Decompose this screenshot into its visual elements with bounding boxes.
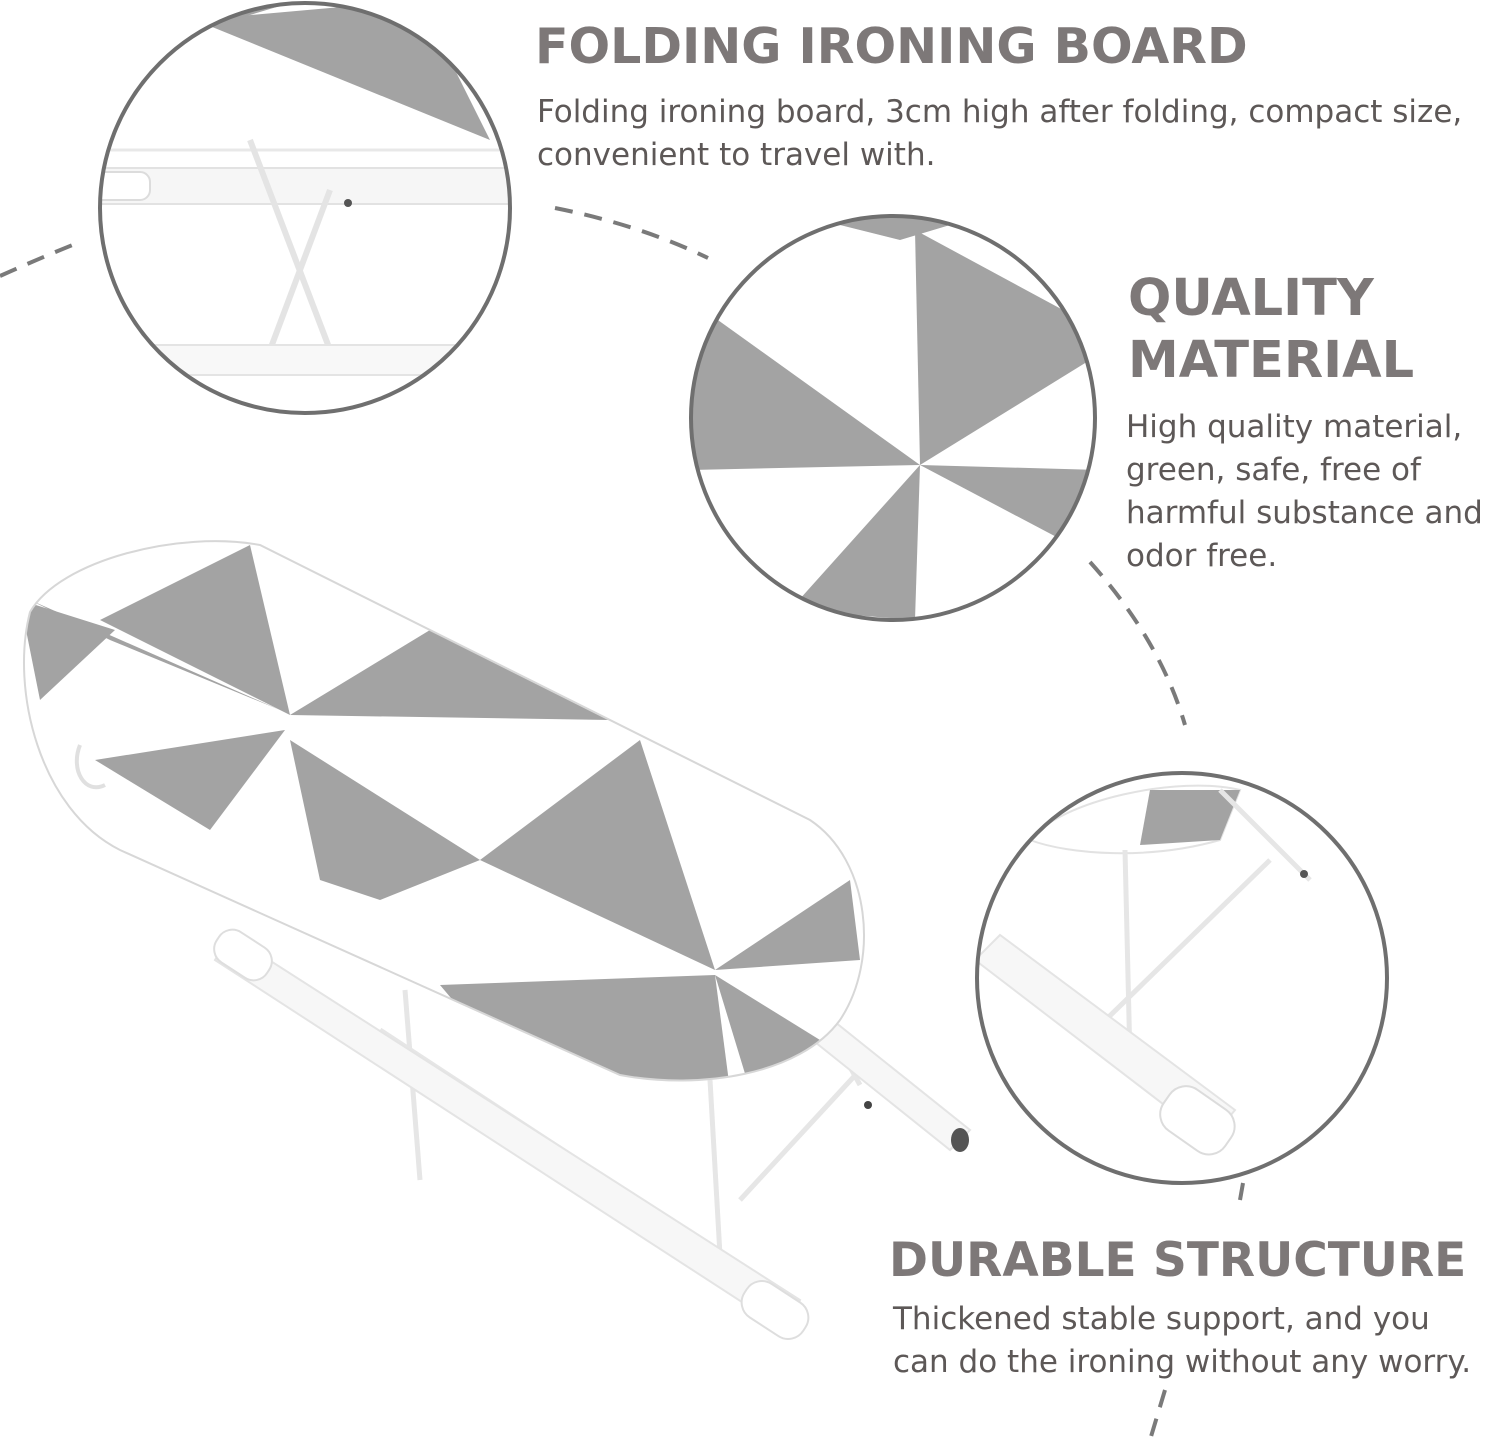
detail-circle-support — [975, 771, 1389, 1185]
dashed-connectors — [0, 206, 1245, 1441]
folding-description: Folding ironing board, 3cm high after fo… — [537, 94, 1463, 173]
main-board — [23, 540, 972, 1340]
durable-title: DURABLE STRUCTURE — [889, 1233, 1467, 1288]
quality-description: High quality material, green, safe, free… — [1126, 409, 1483, 574]
quality-title: QUALITY MATERIAL — [1128, 269, 1415, 390]
detail-circle-fabric — [689, 214, 1097, 622]
folding-title: FOLDING IRONING BOARD — [535, 18, 1248, 75]
durable-description: Thickened stable support, and you can do… — [893, 1301, 1472, 1380]
detail-circle-folding — [98, 1, 512, 415]
